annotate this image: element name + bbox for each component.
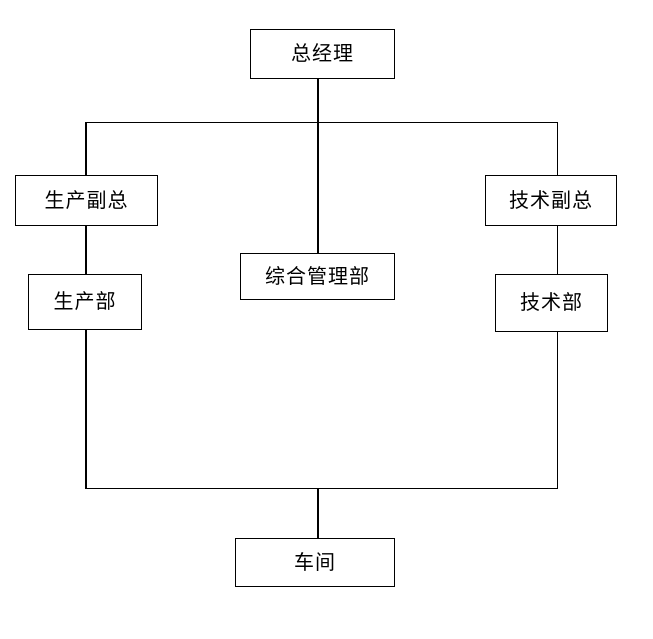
connector-bus-to-prod-vp — [85, 121, 87, 176]
connector-bus-to-admin — [317, 121, 319, 254]
connector-prod-vp-to-prod-dep — [85, 226, 87, 274]
node-general-manager[interactable]: 总经理 — [250, 29, 395, 79]
connector-tech-vp-to-tech-dep — [556, 226, 558, 274]
connector-bus-to-workshop — [317, 487, 319, 539]
connector-bus-to-tech-vp — [556, 121, 558, 176]
node-production-department-label: 生产部 — [53, 289, 117, 313]
connector-gm-to-bus — [317, 79, 319, 123]
node-technical-department-label: 技术部 — [520, 290, 583, 314]
node-technical-vice-president[interactable]: 技术副总 — [485, 175, 617, 226]
node-production-vice-president-label: 生产副总 — [44, 187, 129, 212]
node-comprehensive-management-department-label: 综合管理部 — [265, 263, 370, 288]
connector-bottom-horizontal-bus — [85, 487, 558, 489]
node-technical-department[interactable]: 技术部 — [495, 274, 608, 332]
node-workshop[interactable]: 车间 — [235, 538, 395, 587]
node-workshop-label: 车间 — [294, 549, 336, 574]
connector-prod-dep-to-bottom-bus — [85, 330, 87, 488]
node-production-vice-president[interactable]: 生产副总 — [15, 175, 158, 226]
node-general-manager-label: 总经理 — [291, 41, 354, 65]
node-technical-vice-president-label: 技术副总 — [509, 187, 593, 212]
node-production-department[interactable]: 生产部 — [28, 274, 142, 330]
connector-tech-dep-to-bottom-bus — [556, 332, 558, 488]
node-comprehensive-management-department[interactable]: 综合管理部 — [240, 253, 395, 300]
connector-top-horizontal-bus — [85, 121, 558, 123]
